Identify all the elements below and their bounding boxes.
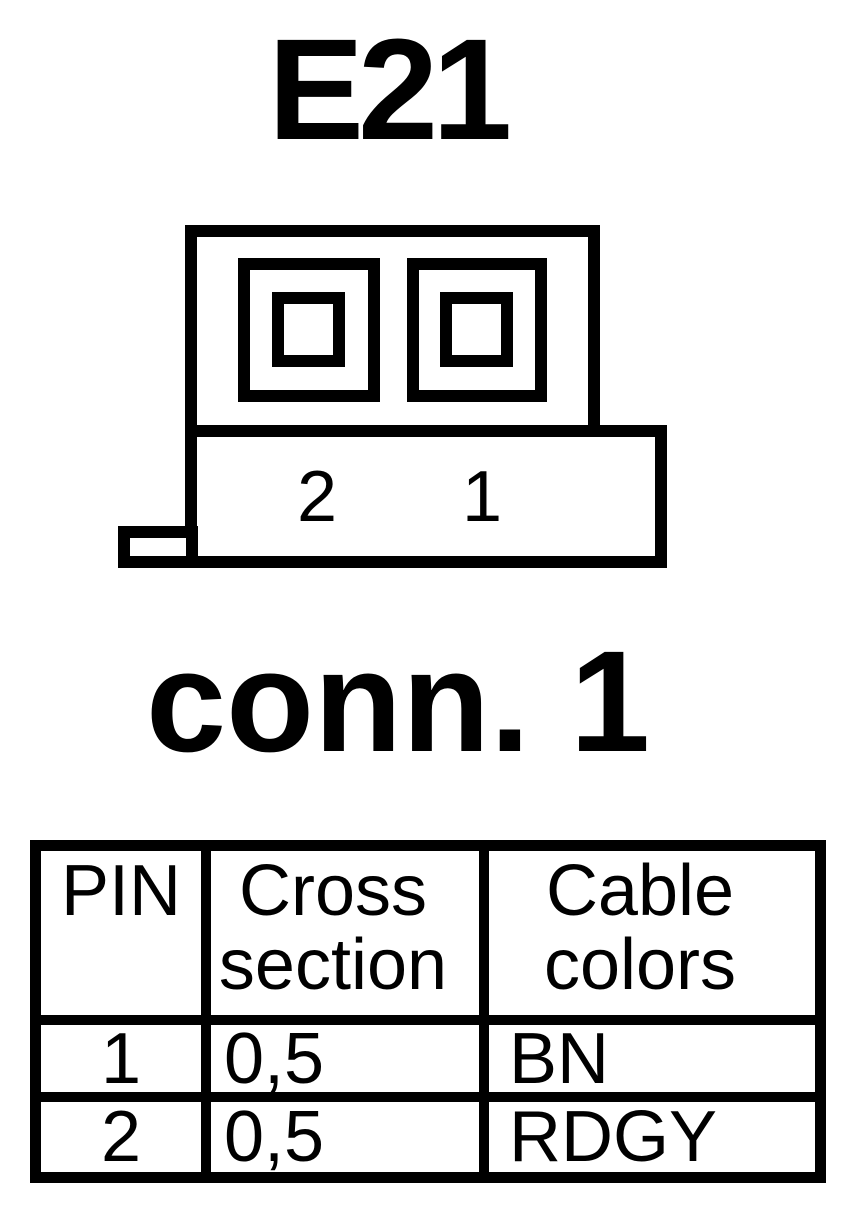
pin-1-cavity-inner [440, 292, 513, 367]
pin-table-row2-pin: 2 [41, 1102, 201, 1172]
pin-2-number-label: 2 [296, 457, 338, 537]
connector-lower-body [185, 425, 667, 568]
pin-table-row2-cross-section: 0,5 [211, 1102, 479, 1172]
pin-table-header-cable-colors: Cable colors [489, 851, 815, 1015]
pin-1-number-label: 1 [461, 457, 503, 537]
pin-table: PIN Cross section Cable colors 1 0,5 BN … [30, 840, 826, 1183]
pin-1-cavity-outer [407, 258, 547, 402]
pin-table-row2-cable-colors: RDGY [489, 1102, 815, 1172]
connector-mounting-tab [118, 526, 198, 568]
pin-table-header-pin: PIN [41, 851, 201, 1015]
pin-table-row1-cable-colors: BN [489, 1025, 815, 1092]
pin-table-row1-cross-section: 0,5 [211, 1025, 479, 1092]
pin-table-header-cross-section: Cross section [211, 851, 479, 1015]
component-title: E21 [268, 9, 512, 170]
connector-name-label: conn. 1 [146, 621, 651, 782]
pin-table-row1-pin: 1 [41, 1025, 201, 1092]
pin-2-cavity-inner [272, 292, 345, 367]
